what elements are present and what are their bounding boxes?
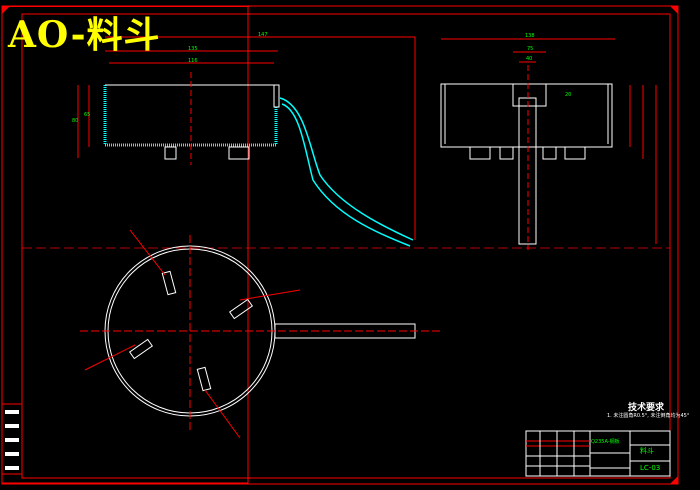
- top-view: [80, 229, 440, 439]
- material-label: Q235A-钢板: [591, 439, 620, 445]
- drawing-number: LC-03: [640, 464, 661, 472]
- outer-frame: [1, 5, 249, 484]
- dim-chute-width: 75: [527, 46, 534, 52]
- dim-height-outer: 80: [72, 118, 79, 124]
- dim-chute-inner: 40: [526, 56, 533, 62]
- tech-requirements-note: 1. 未注圆角R0.5°, 未注倒角均为45°: [607, 413, 690, 419]
- inner-frame: [21, 13, 671, 479]
- dim-outer-width: 135: [188, 46, 198, 52]
- drawing-title: AO-料斗: [8, 14, 161, 56]
- revision-table: [1, 403, 23, 475]
- dim-inner-width: 116: [188, 58, 198, 64]
- tech-requirements-heading: 技术要求: [628, 403, 665, 413]
- dim-height-inner: 65: [84, 112, 91, 118]
- dim-overall-width: 147: [258, 32, 268, 38]
- drawing-border: [1, 5, 679, 485]
- title-block: [525, 430, 671, 477]
- dim-side-width: 138: [525, 33, 535, 39]
- side-view: [440, 38, 657, 250]
- dim-chute-depth: 20: [565, 92, 572, 98]
- part-name: 料斗: [640, 447, 654, 455]
- front-view: [22, 36, 670, 249]
